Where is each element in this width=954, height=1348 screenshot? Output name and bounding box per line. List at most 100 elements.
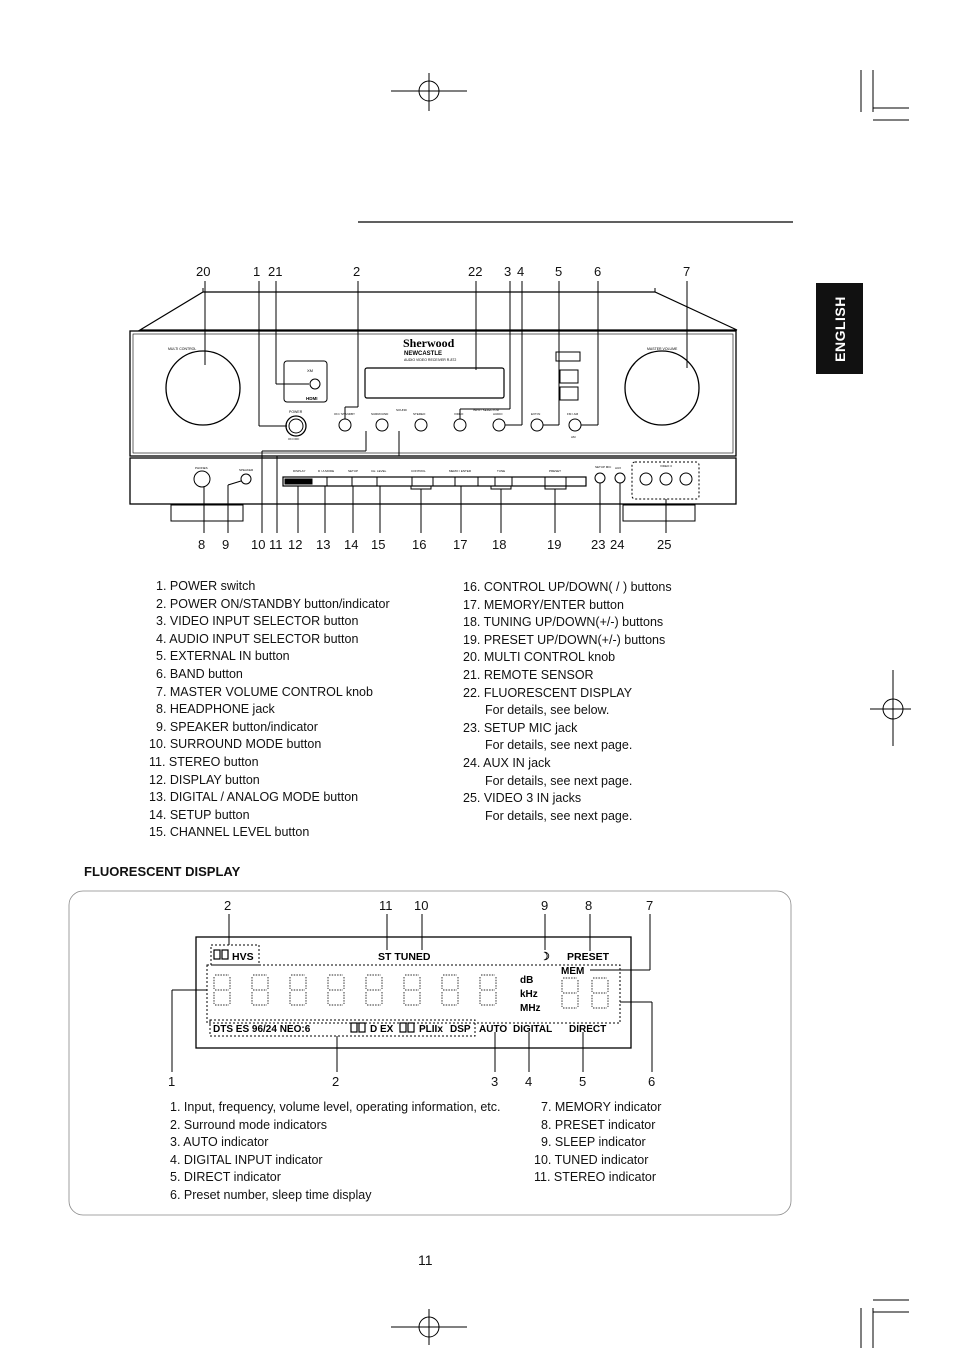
callout-10: 10 bbox=[251, 537, 266, 552]
list-item-note: For details, see below. bbox=[485, 703, 610, 718]
callout-12: 12 bbox=[288, 537, 303, 552]
indicator-mem: MEM bbox=[561, 966, 584, 977]
fd-callout-9: 9 bbox=[541, 898, 549, 913]
fd-callout-7: 7 bbox=[646, 898, 654, 913]
fluorescent-display-diagram: HVS ST TUNED ☽ PRESET MEM dB kHz MHz DTS… bbox=[68, 890, 792, 1216]
segment-digit bbox=[213, 974, 609, 1009]
callout-9: 9 bbox=[222, 537, 230, 552]
video3-jack-right[interactable] bbox=[679, 472, 693, 486]
list-item: 5. EXTERNAL IN button bbox=[156, 649, 290, 664]
list-item: 1. Input, frequency, volume level, opera… bbox=[170, 1100, 501, 1114]
label-on-standby: ON / STANDBY bbox=[334, 412, 355, 416]
indicator-preset: PRESET bbox=[567, 951, 610, 963]
list-item: 3. AUTO indicator bbox=[170, 1135, 269, 1150]
list-item: 8. HEADPHONE jack bbox=[156, 702, 275, 717]
label-control: CONTROL bbox=[411, 469, 426, 473]
list-item: 9. SLEEP indicator bbox=[541, 1135, 646, 1150]
aux-in-jack[interactable] bbox=[614, 472, 626, 484]
label-ch-level: CH. LEVEL bbox=[371, 469, 387, 473]
label-setup: SETUP bbox=[348, 469, 358, 473]
indicator-digital: DIGITAL bbox=[513, 1024, 552, 1035]
label-preset: PRESET bbox=[549, 469, 561, 473]
callout-21: 21 bbox=[268, 264, 283, 279]
parts-list-left: 1. POWER switch 2. POWER ON/STANDBY butt… bbox=[149, 578, 390, 842]
callout-11: 11 bbox=[269, 537, 283, 552]
label-surround: SURROUND bbox=[371, 412, 389, 416]
callout-3: 3 bbox=[504, 264, 512, 279]
list-item: 6. BAND button bbox=[156, 666, 243, 681]
list-item: 11. STEREO button bbox=[149, 754, 259, 769]
list-item: 14. SETUP button bbox=[149, 807, 250, 822]
headphone-jack[interactable] bbox=[193, 470, 211, 488]
label-stereo: STEREO bbox=[413, 412, 426, 416]
indicator-hvs: HVS bbox=[232, 951, 254, 963]
list-item: 22. FLUORESCENT DISPLAY bbox=[463, 685, 633, 700]
band-button[interactable] bbox=[568, 418, 582, 432]
indicator-dts-row: DTS ES 96/24 NEO:6 bbox=[213, 1024, 311, 1035]
on-standby-button[interactable] bbox=[338, 418, 352, 432]
callout-13: 13 bbox=[316, 537, 331, 552]
page-number: 11 bbox=[418, 1252, 433, 1268]
list-item: 10. SURROUND MODE button bbox=[149, 737, 322, 752]
callout-2: 2 bbox=[353, 264, 361, 279]
label-on-off: ON OFF bbox=[288, 437, 299, 441]
list-item: 20. MULTI CONTROL knob bbox=[463, 650, 616, 665]
video3-jack-left[interactable] bbox=[659, 472, 673, 486]
indicator-mhz: MHz bbox=[520, 1003, 541, 1014]
multi-control-knob[interactable] bbox=[165, 350, 241, 426]
list-item: 17. MEMORY/ENTER button bbox=[463, 597, 624, 612]
list-item: 1. POWER switch bbox=[156, 579, 256, 593]
fd-callout-5: 5 bbox=[579, 1074, 587, 1089]
callout-18: 18 bbox=[492, 537, 507, 552]
label-video3: VIDEO 3 bbox=[660, 464, 672, 468]
indicator-pliix: PLIIx bbox=[419, 1024, 443, 1035]
callout-24: 24 bbox=[610, 537, 625, 552]
fd-callout-4: 4 bbox=[525, 1074, 533, 1089]
label-power: POWER bbox=[289, 410, 303, 414]
list-item: 23. SETUP MIC jack bbox=[463, 720, 578, 735]
master-volume-knob[interactable] bbox=[624, 350, 700, 426]
callout-16: 16 bbox=[412, 537, 427, 552]
video-selector-button[interactable] bbox=[453, 418, 467, 432]
setup-mic-jack[interactable] bbox=[594, 472, 606, 484]
speaker-button[interactable] bbox=[240, 473, 252, 485]
list-item: 25. VIDEO 3 IN jacks bbox=[463, 791, 582, 806]
audio-selector-button[interactable] bbox=[492, 418, 506, 432]
indicator-auto: AUTO bbox=[479, 1024, 507, 1035]
fd-callout-11: 11 bbox=[379, 898, 393, 913]
stereo-button[interactable] bbox=[414, 418, 428, 432]
callout-25: 25 bbox=[657, 537, 672, 552]
video3-jack-video[interactable] bbox=[639, 472, 653, 486]
list-item: 2. Surround mode indicators bbox=[170, 1117, 328, 1132]
fd-callout-6: 6 bbox=[648, 1074, 656, 1089]
list-item: 18. TUNING UP/DOWN(+/-) buttons bbox=[463, 615, 664, 630]
label-master-volume: MASTER VOLUME bbox=[647, 347, 678, 351]
ext-in-button[interactable] bbox=[530, 418, 544, 432]
list-item: 24. AUX IN jack bbox=[463, 755, 551, 770]
list-item: 15. CHANNEL LEVEL button bbox=[149, 825, 310, 840]
label-multi-control: MULTI CONTROL bbox=[168, 347, 196, 351]
parts-list-right: 16. CONTROL UP/DOWN( / ) buttons 17. MEM… bbox=[463, 579, 672, 825]
sleep-icon: ☽ bbox=[540, 951, 550, 963]
label-da-mode: D / A MODE bbox=[318, 469, 334, 473]
fd-callout-8: 8 bbox=[585, 898, 593, 913]
callout-22: 22 bbox=[468, 264, 483, 279]
surround-button[interactable] bbox=[375, 418, 389, 432]
label-display: DISPLAY bbox=[293, 469, 305, 473]
fd-callout-3: 3 bbox=[491, 1074, 499, 1089]
label-memo-enter: MEMO / ENTER bbox=[449, 469, 472, 473]
list-item-note: For details, see next page. bbox=[485, 808, 633, 823]
list-item: 6. Preset number, sleep time display bbox=[170, 1187, 372, 1202]
fd-callout-2-bottom: 2 bbox=[332, 1074, 340, 1089]
label-aux: AUX bbox=[615, 466, 621, 470]
list-item: 7. MEMORY indicator bbox=[541, 1100, 662, 1114]
label-sound: SOUND bbox=[396, 408, 408, 412]
callout-4: 4 bbox=[517, 264, 525, 279]
list-item: 3. VIDEO INPUT SELECTOR button bbox=[156, 614, 359, 629]
label-audio: AUDIO bbox=[493, 412, 503, 416]
list-item: 13. DIGITAL / ANALOG MODE button bbox=[149, 790, 359, 805]
label-phones: PHONES bbox=[195, 466, 208, 470]
callout-15: 15 bbox=[371, 537, 386, 552]
indicator-dolby-ex: D EX bbox=[370, 1024, 394, 1035]
